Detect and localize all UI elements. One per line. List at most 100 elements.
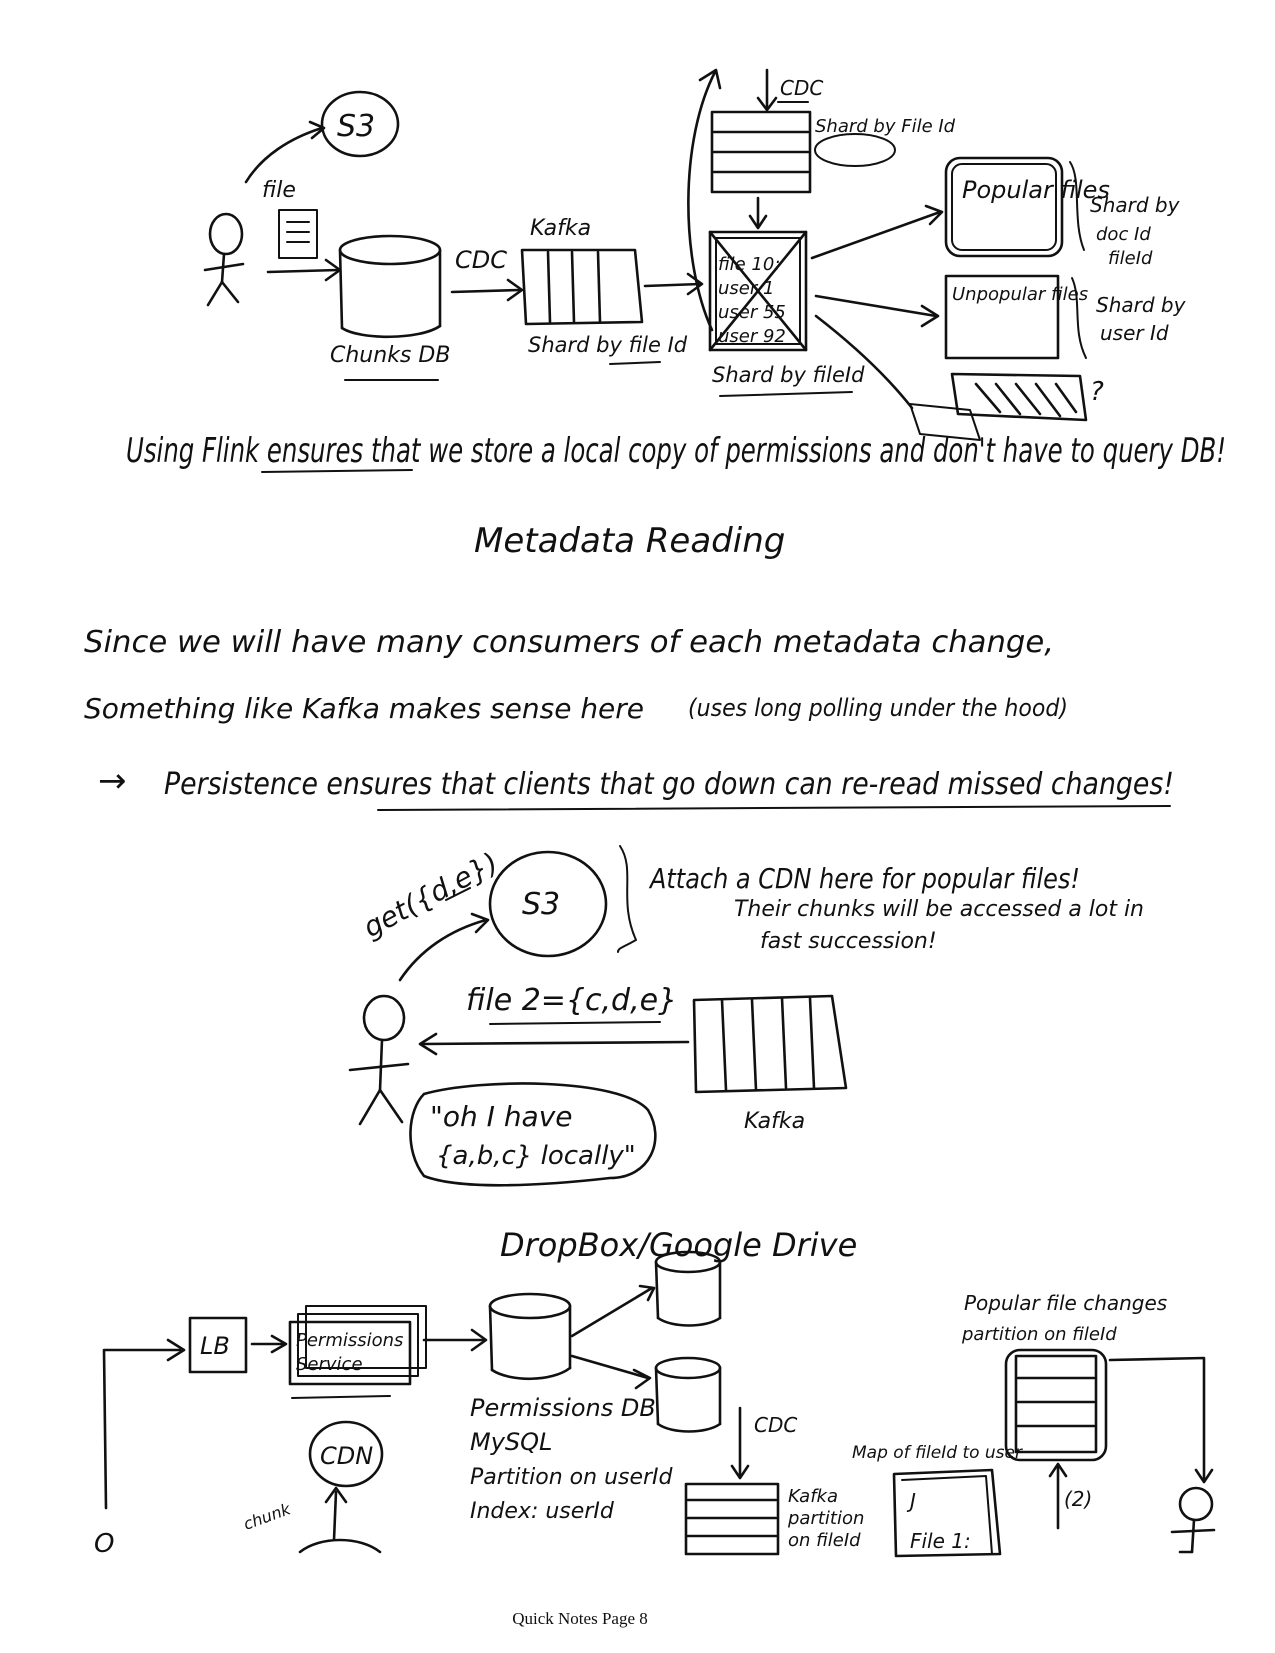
kafka-partition-3: on fileId — [788, 1530, 861, 1551]
thought-bubble — [409, 1082, 657, 1187]
flink-row-4: user 92 — [718, 326, 786, 347]
kafka-partition-1: Kafka — [788, 1486, 838, 1507]
para-line-2-paren: (uses long polling under the hood) — [688, 694, 1068, 722]
cdn-note-3: fast succession! — [760, 929, 937, 954]
loop-arrow — [687, 70, 717, 332]
kafka-partition-2: partition — [787, 1508, 864, 1529]
flink-shard-label: Shard by fileId — [712, 363, 865, 387]
permissions-db-3: Partition on userId — [470, 1465, 674, 1490]
permissions-service-2: Service — [296, 1354, 363, 1375]
cdc-arrow — [450, 288, 522, 294]
permissions-db-1: Permissions DB — [470, 1394, 656, 1422]
upload-arrow — [244, 126, 324, 184]
partial-glyph: O — [94, 1529, 114, 1559]
s3-mid-label: S3 — [522, 887, 560, 922]
cdn-note-2: Their chunks will be accessed a lot in — [734, 897, 1144, 922]
kafka-mid-icon — [692, 994, 848, 1094]
cdn-bubble — [308, 1420, 384, 1488]
kafka-log-icon — [520, 248, 644, 326]
unpopular-files-label: Unpopular files — [952, 284, 1088, 305]
cdn-label: CDN — [320, 1442, 373, 1470]
cdc-top-label: CDC — [780, 76, 823, 100]
shard-popular-1: Shard by — [1090, 193, 1181, 217]
client-to-lb-arrow — [102, 1348, 182, 1510]
bottom-title: DropBox/Google Drive — [500, 1226, 857, 1264]
question-mark: ? — [1090, 377, 1104, 407]
popular-files-label: Popular files — [962, 176, 1110, 204]
popular-changes-circle — [1004, 1348, 1108, 1462]
cdc-label: CDC — [455, 246, 507, 274]
chunk-label: chunk — [241, 1499, 294, 1534]
hatched-store-icon — [909, 372, 1088, 441]
permissions-db-cylinder-icon — [488, 1292, 572, 1381]
popular-files-box — [944, 156, 1064, 258]
s3-bubble — [320, 90, 400, 158]
flink-note: Using Flink ensures that we store a loca… — [126, 431, 1226, 471]
right-client-stick-figure-icon — [1170, 1486, 1216, 1554]
flink-to-popular-arrow — [810, 210, 942, 260]
map-label: Map of fileId to user — [852, 1443, 1023, 1463]
cdc-bottom-label: CDC — [754, 1413, 797, 1437]
permissions-db-2: MySQL — [470, 1428, 552, 1456]
lb-box — [188, 1316, 248, 1374]
map-row-1: J — [906, 1489, 916, 1513]
upload-arrow-head — [308, 120, 326, 140]
map-row-2: File 1: — [910, 1529, 971, 1553]
persistence-note: Persistence ensures that clients that go… — [164, 767, 1174, 802]
flink-to-unpopular-arrow — [814, 294, 938, 318]
popular-changes-2: partition on fileId — [961, 1324, 1117, 1345]
bubble-line-1: "oh I have — [430, 1100, 573, 1133]
page-footer: Quick Notes Page 8 — [512, 1609, 648, 1628]
kafka-mid-label: Kafka — [744, 1109, 805, 1134]
notes-text: Using Flink ensures that we store a loca… — [84, 431, 1226, 811]
flink-to-third-arrow — [814, 314, 914, 410]
s3-bubble-mid — [488, 850, 608, 958]
file2-label: file 2={c,d,e} — [466, 983, 677, 1018]
s3-label: S3 — [337, 109, 375, 144]
step-label: (2) — [1064, 1487, 1092, 1511]
file-document-icon — [278, 209, 318, 259]
kafka-to-flink-arrow — [643, 282, 702, 288]
permissions-service-box — [288, 1320, 412, 1386]
chunks-db-cylinder-icon — [338, 234, 442, 339]
permissions-table-icon — [710, 110, 812, 194]
popular-changes-1: Popular file changes — [964, 1291, 1167, 1315]
shard-unpopular-2: user Id — [1100, 321, 1169, 345]
kafka-to-client-arrow — [420, 1040, 690, 1046]
chunks-db-label: Chunks DB — [330, 343, 450, 368]
user-to-db-arrow — [266, 268, 340, 274]
get-request-label: get({d,e}) — [358, 846, 504, 944]
flink-box-icon — [708, 230, 808, 352]
get-arrow — [398, 918, 488, 982]
section-title: Metadata Reading — [474, 521, 785, 561]
unpopular-files-box — [944, 274, 1060, 360]
shard-popular-2: doc Id — [1096, 224, 1151, 245]
popular-changes-table-icon — [1014, 1354, 1098, 1454]
shard-top-label: Shard by File Id — [815, 116, 956, 137]
flink-row-1: file 10: — [718, 254, 780, 275]
kafka-label: Kafka — [530, 216, 591, 241]
user-stick-figure-icon — [203, 212, 245, 307]
permissions-service-1: Permissions — [296, 1330, 403, 1351]
replica-db-1-icon — [654, 1250, 722, 1327]
shard-popular-3: fileId — [1108, 248, 1153, 269]
bubble-line-2: {a,b,c} locally" — [436, 1141, 636, 1171]
map-box — [892, 1468, 1002, 1558]
top-diagram: S3 file Chunks DB CDC Kafka — [203, 68, 1187, 441]
kafka-shard-label: Shard by file Id — [528, 333, 688, 357]
permissions-db-4: Index: userId — [470, 1499, 615, 1524]
arrow-glyph: → — [98, 761, 127, 801]
client-stick-figure-icon — [348, 994, 410, 1126]
lb-label: LB — [200, 1332, 230, 1360]
replica-db-2-icon — [654, 1356, 722, 1433]
para-line-1: Since we will have many consumers of eac… — [84, 625, 1054, 660]
middle-diagram: get({d,e}) S3 Attach a CDN here for popu… — [348, 845, 1144, 1187]
file-label: file — [262, 178, 296, 203]
flink-row-3: user 55 — [718, 302, 786, 323]
bottom-diagram: DropBox/Google Drive O LB Permissions Se… — [94, 1226, 1216, 1559]
para-line-2: Something like Kafka makes sense here — [84, 692, 644, 725]
flink-row-2: user 1 — [718, 278, 774, 299]
kafka-bottom-table-icon — [684, 1482, 780, 1556]
